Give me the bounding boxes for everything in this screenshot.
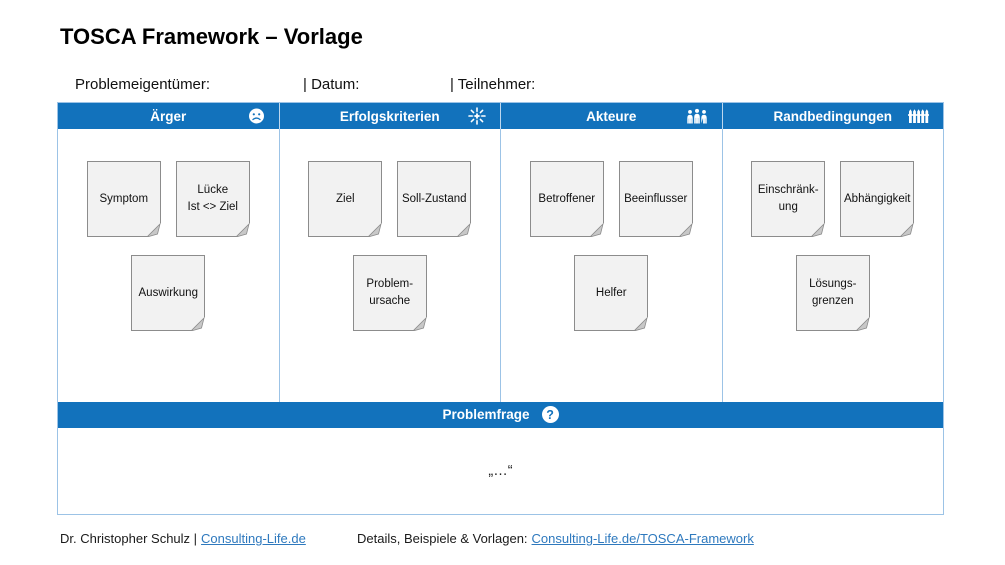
- sticky-note-problemursache[interactable]: Problem- ursache: [352, 255, 427, 331]
- sticky-note-abhaengigkeit[interactable]: Abhängigkeit: [840, 161, 915, 237]
- note-label: Helfer: [595, 286, 627, 299]
- note-label: Beeinflusser: [624, 192, 688, 205]
- column-title-akteure: Akteure: [586, 108, 637, 124]
- folded-corner: [900, 223, 915, 237]
- question-icon: ?: [541, 406, 559, 423]
- fence-icon: [908, 108, 929, 124]
- footer-author-text: Dr. Christopher Schulz |: [60, 531, 198, 546]
- folded-corner: [235, 223, 250, 237]
- column-title-aerger: Ärger: [150, 108, 187, 124]
- footer-details-text: Details, Beispiele & Vorlagen:: [357, 531, 528, 546]
- problemfrage-answer-area[interactable]: „…“: [58, 427, 943, 514]
- folded-corner: [412, 317, 427, 331]
- folded-corner: [589, 223, 604, 237]
- column-header-randbedingungen: Randbedingungen: [723, 103, 944, 129]
- column-header-aerger: Ärger: [58, 103, 280, 129]
- folded-corner: [191, 317, 206, 331]
- footer: Dr. Christopher Schulz |Consulting-Life.…: [0, 531, 1005, 551]
- footer-details-link[interactable]: Consulting-Life.de/TOSCA-Framework: [531, 531, 754, 546]
- sticky-note-auswirkung[interactable]: Auswirkung: [131, 255, 206, 331]
- column-randbedingungen: Einschränk- ung Abhängigkeit Lösungs- gr…: [723, 129, 944, 402]
- footer-author: Dr. Christopher Schulz |Consulting-Life.…: [60, 531, 306, 546]
- date-label: | Datum:: [303, 76, 360, 93]
- column-aerger: Symptom Lücke Ist <> Ziel Auswirkung: [58, 129, 280, 402]
- folded-corner: [678, 223, 693, 237]
- page-title: TOSCA Framework – Vorlage: [60, 24, 363, 49]
- footer-details: Details, Beispiele & Vorlagen:Consulting…: [357, 531, 754, 546]
- note-label: Ziel: [335, 192, 355, 205]
- sticky-note-beeinflusser[interactable]: Beeinflusser: [618, 161, 693, 237]
- problemfrage-header-bar: Problemfrage ?: [58, 401, 943, 428]
- sticky-note-soll-zustand[interactable]: Soll-Zustand: [397, 161, 472, 237]
- sad-face-icon: [248, 108, 265, 125]
- folded-corner: [634, 317, 649, 331]
- meta-row: Problemeigentümer: | Datum: | Teilnehmer…: [0, 76, 1005, 96]
- sticky-note-einschraenkung[interactable]: Einschränk- ung: [751, 161, 826, 237]
- note-label: Symptom: [99, 192, 149, 205]
- column-akteure: Betroffener Beeinflusser Helfer: [501, 129, 723, 402]
- folded-corner: [457, 223, 472, 237]
- note-label: Lücke Ist <> Ziel: [187, 184, 239, 213]
- folded-corner: [146, 223, 161, 237]
- question-mark-glyph: ?: [546, 407, 554, 422]
- column-title-erfolgskriterien: Erfolgskriterien: [339, 108, 440, 124]
- problemfrage-title: Problemfrage: [442, 407, 530, 422]
- column-header-bar: Ärger Erfolgskriterien Akteu: [58, 103, 943, 129]
- folded-corner: [855, 317, 870, 331]
- note-label: Abhängigkeit: [844, 192, 911, 205]
- column-header-erfolgskriterien: Erfolgskriterien: [280, 103, 501, 129]
- note-label: Auswirkung: [138, 286, 198, 299]
- quote-placeholder: „…“: [488, 462, 513, 479]
- sticky-note-ziel[interactable]: Ziel: [308, 161, 383, 237]
- sticky-note-betroffener[interactable]: Betroffener: [529, 161, 604, 237]
- folded-corner: [811, 223, 826, 237]
- note-label: Problem- ursache: [366, 278, 414, 307]
- note-label: Soll-Zustand: [401, 192, 467, 205]
- framework-panel: Ärger Erfolgskriterien Akteu: [57, 102, 944, 515]
- sticky-note-helfer[interactable]: Helfer: [574, 255, 649, 331]
- column-title-randbedingungen: Randbedingungen: [773, 108, 893, 124]
- sun-icon: [468, 107, 486, 125]
- problem-owner-label: Problemeigentümer:: [75, 76, 211, 93]
- participants-label: | Teilnehmer:: [450, 76, 536, 93]
- column-bodies: Symptom Lücke Ist <> Ziel Auswirkung Zie…: [58, 129, 943, 402]
- note-label: Lösungs- grenzen: [809, 278, 857, 307]
- column-header-akteure: Akteure: [501, 103, 723, 129]
- note-label: Einschränk- ung: [757, 184, 819, 213]
- folded-corner: [368, 223, 383, 237]
- people-icon: [686, 108, 708, 125]
- sticky-note-luecke[interactable]: Lücke Ist <> Ziel: [175, 161, 250, 237]
- sticky-note-symptom[interactable]: Symptom: [86, 161, 161, 237]
- footer-author-link[interactable]: Consulting-Life.de: [201, 531, 306, 546]
- column-erfolgskriterien: Ziel Soll-Zustand Problem- ursache: [280, 129, 501, 402]
- sticky-note-loesungsgrenzen[interactable]: Lösungs- grenzen: [795, 255, 870, 331]
- note-label: Betroffener: [538, 192, 596, 205]
